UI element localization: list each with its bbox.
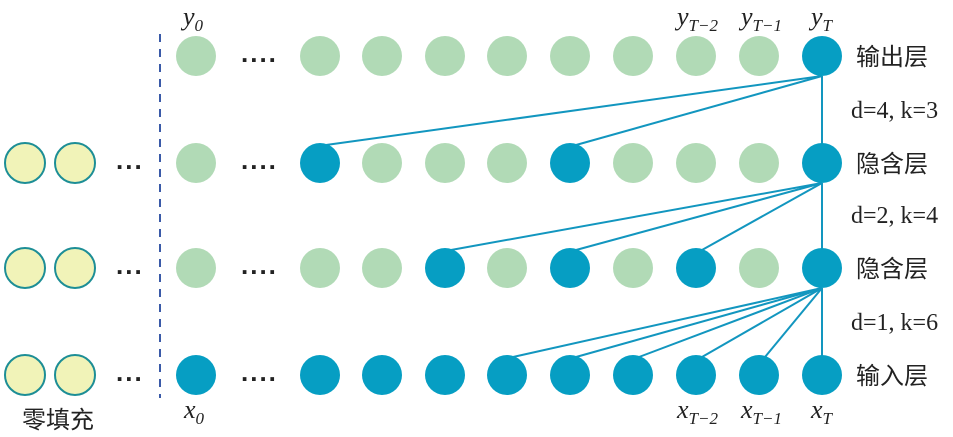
inactive-node xyxy=(676,143,716,183)
inactive-node xyxy=(362,36,402,76)
active-node xyxy=(550,143,590,183)
label-yT-2: yT−2 xyxy=(674,2,718,35)
dilation-annotation-3: d=1, k=6 xyxy=(851,310,938,336)
connection-edge xyxy=(764,287,823,358)
inactive-node xyxy=(613,143,653,183)
ellipsis: .... xyxy=(241,357,278,387)
inactive-node xyxy=(425,143,465,183)
connection-edge xyxy=(638,287,823,358)
inactive-node xyxy=(300,36,340,76)
inactive-node xyxy=(739,248,779,288)
connection-edge xyxy=(450,182,823,251)
inactive-node xyxy=(487,248,527,288)
label-yT: yT xyxy=(808,2,834,35)
dilation-annotation-2: d=2, k=4 xyxy=(851,203,938,229)
active-node xyxy=(176,355,216,395)
padding-ellipsis: ... xyxy=(116,357,144,387)
label-xT-2: xT−2 xyxy=(676,395,718,428)
zero-padding-node xyxy=(4,142,46,184)
active-node xyxy=(425,248,465,288)
connection-edge xyxy=(701,182,823,251)
connection-edge xyxy=(575,287,823,358)
connection-edge xyxy=(512,287,823,358)
inactive-node xyxy=(362,248,402,288)
layer-label-hidden-1: 隐含层 xyxy=(856,150,928,178)
padding-ellipsis: ... xyxy=(116,250,144,280)
zero-padding-label: 零填充 xyxy=(22,406,94,434)
connections xyxy=(325,75,823,358)
inactive-node xyxy=(613,248,653,288)
nodes: ......................... xyxy=(4,36,842,396)
ellipsis: .... xyxy=(241,145,278,175)
inactive-node xyxy=(739,36,779,76)
zero-padding-node xyxy=(54,354,96,396)
layer-label-input: 输入层 xyxy=(856,362,928,390)
label-x0: x0 xyxy=(183,395,205,428)
inactive-node xyxy=(425,36,465,76)
active-node xyxy=(362,355,402,395)
label-y0: y0 xyxy=(180,2,204,35)
active-node xyxy=(613,355,653,395)
active-node xyxy=(550,355,590,395)
connection-edge xyxy=(575,75,823,146)
active-node xyxy=(300,355,340,395)
label-yT-1: yT−1 xyxy=(738,2,782,35)
active-node xyxy=(550,248,590,288)
active-node xyxy=(802,355,842,395)
active-node xyxy=(802,248,842,288)
zero-padding-node xyxy=(54,142,96,184)
dilation-annotation-1: d=4, k=3 xyxy=(851,98,938,124)
zero-padding-node xyxy=(4,354,46,396)
inactive-node xyxy=(676,36,716,76)
layer-label-output: 输出层 xyxy=(856,43,928,71)
connection-edge xyxy=(325,75,823,146)
active-node xyxy=(676,355,716,395)
inactive-node xyxy=(613,36,653,76)
active-node xyxy=(300,143,340,183)
active-node xyxy=(487,355,527,395)
inactive-node xyxy=(487,36,527,76)
active-node xyxy=(425,355,465,395)
connection-edge xyxy=(575,182,823,251)
active-node xyxy=(739,355,779,395)
inactive-node xyxy=(550,36,590,76)
connection-edge xyxy=(701,287,823,358)
active-node xyxy=(802,36,842,76)
active-node xyxy=(802,143,842,183)
inactive-node xyxy=(176,36,216,76)
ellipsis: .... xyxy=(241,38,278,68)
inactive-node xyxy=(362,143,402,183)
padding-ellipsis: ... xyxy=(116,145,144,175)
inactive-node xyxy=(176,143,216,183)
label-xT-1: xT−1 xyxy=(740,395,782,428)
layer-label-hidden-2: 隐含层 xyxy=(856,255,928,283)
label-xT: xT xyxy=(810,395,834,428)
inactive-node xyxy=(739,143,779,183)
inactive-node xyxy=(176,248,216,288)
inactive-node xyxy=(487,143,527,183)
zero-padding-node xyxy=(54,247,96,289)
active-node xyxy=(676,248,716,288)
ellipsis: .... xyxy=(241,250,278,280)
inactive-node xyxy=(300,248,340,288)
zero-padding-node xyxy=(4,247,46,289)
